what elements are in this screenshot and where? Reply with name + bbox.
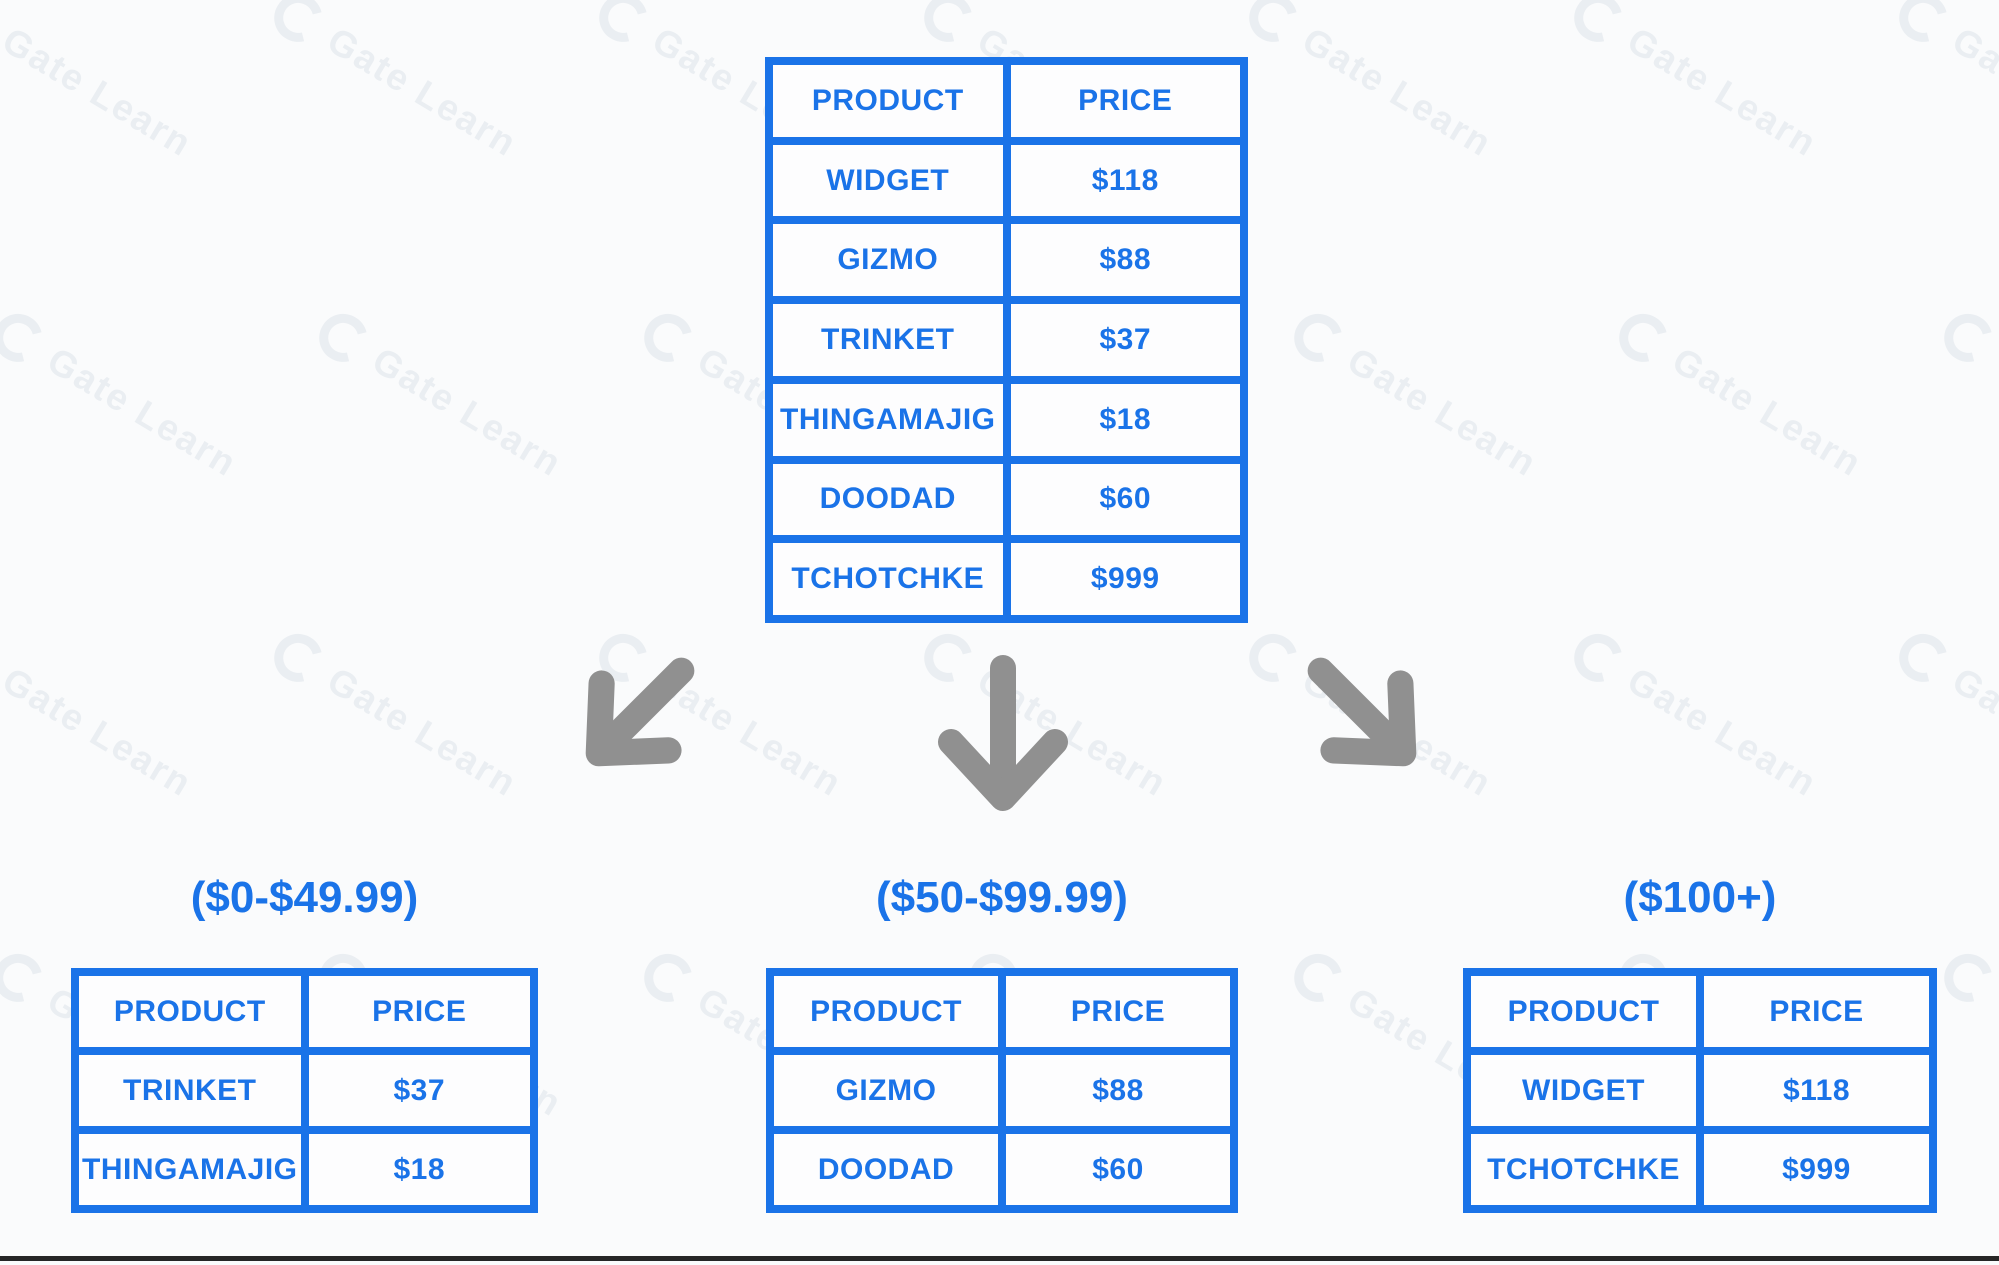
product-cell: TCHOTCHKE — [1471, 1134, 1696, 1205]
price-cell: $118 — [1704, 1055, 1929, 1126]
watermark-text: Gate Learn — [1945, 19, 1999, 165]
watermark: Gate Learn — [1565, 625, 1826, 808]
price-range-label-high: ($100+) — [1623, 873, 1777, 922]
watermark-text: Gate Learn — [1665, 339, 1870, 485]
watermark-logo-icon — [1565, 625, 1632, 691]
watermark-logo-icon — [310, 305, 377, 371]
watermark: Gate Learn — [1610, 305, 1871, 488]
watermark: Gate Learn — [0, 625, 201, 808]
watermark: Gate Learn — [1935, 945, 1999, 1128]
arrow-down-right-icon — [1307, 657, 1417, 767]
watermark-logo-icon — [1285, 945, 1352, 1011]
watermark-text: Gate Learn — [1620, 19, 1825, 165]
watermark-text: Gate Learn — [0, 19, 200, 165]
watermark-logo-icon — [635, 305, 702, 371]
product-cell: WIDGET — [773, 144, 1003, 217]
watermark: Gate Learn — [1240, 0, 1501, 168]
watermark-text: Gate Learn — [365, 339, 570, 485]
watermark-logo-icon — [1610, 305, 1677, 371]
header-price-cell: PRICE — [1006, 976, 1230, 1047]
arrow-down-left-icon — [585, 657, 695, 767]
product-cell: THINGAMAJIG — [79, 1134, 301, 1205]
watermark-logo-icon — [1285, 305, 1352, 371]
price-cell: $37 — [1010, 304, 1240, 376]
watermark-text: Gate Learn — [1990, 979, 1999, 1125]
group-table-mid: PRODUCT PRICE GIZMO $88 DOODAD $60 — [766, 968, 1238, 1213]
watermark-text: Gate Learn — [1295, 19, 1500, 165]
product-cell: WIDGET — [1471, 1055, 1696, 1126]
watermark-text: Gate Learn — [1990, 339, 1999, 485]
watermark-text: Gate Learn — [1945, 659, 1999, 805]
watermark-logo-icon — [1935, 945, 1999, 1011]
price-cell: $999 — [1010, 543, 1240, 615]
watermark-text: Gate Learn — [1340, 339, 1545, 485]
product-cell: TCHOTCHKE — [773, 543, 1003, 615]
watermark: Gate Learn — [1890, 625, 1999, 808]
price-cell: $118 — [1010, 144, 1240, 217]
watermark: Gate Learn — [1935, 305, 1999, 488]
price-range-label-mid: ($50-$99.99) — [876, 873, 1128, 922]
price-cell: $88 — [1006, 1055, 1230, 1126]
watermark: Gate Learn — [1285, 305, 1546, 488]
product-cell: DOODAD — [773, 463, 1003, 536]
watermark-text: Gate Learn — [320, 19, 525, 165]
product-cell: GIZMO — [774, 1055, 998, 1126]
watermark: Gate Learn — [1890, 0, 1999, 168]
group-table-low: PRODUCT PRICE TRINKET $37 THINGAMAJIG $1… — [71, 968, 538, 1213]
price-cell: $60 — [1006, 1134, 1230, 1205]
watermark-logo-icon — [1935, 305, 1999, 371]
watermark-logo-icon — [0, 625, 7, 691]
product-cell: DOODAD — [774, 1134, 998, 1205]
arrow-down-icon — [938, 655, 1068, 811]
watermark-logo-icon — [1240, 0, 1307, 51]
price-cell: $18 — [1010, 383, 1240, 456]
watermark-logo-icon — [590, 0, 657, 51]
watermark-logo-icon — [265, 625, 332, 691]
header-product-cell: PRODUCT — [774, 976, 998, 1047]
watermark-logo-icon — [0, 0, 7, 51]
bottom-border-line — [0, 1256, 1999, 1261]
watermark: Gate Learn — [0, 305, 246, 488]
price-cell: $88 — [1010, 224, 1240, 297]
product-cell: TRINKET — [773, 304, 1003, 376]
price-range-label-low: ($0-$49.99) — [190, 873, 419, 922]
watermark: Gate Learn — [310, 305, 571, 488]
price-cell: $18 — [308, 1134, 530, 1205]
price-cell: $60 — [1010, 463, 1240, 536]
header-product-cell: PRODUCT — [773, 65, 1003, 137]
watermark: Gate Learn — [265, 0, 526, 168]
watermark-logo-icon — [1890, 0, 1957, 51]
watermark-text: Gate Learn — [320, 659, 525, 805]
watermark-logo-icon — [1565, 0, 1632, 51]
watermark-logo-icon — [1890, 625, 1957, 691]
header-product-cell: PRODUCT — [79, 976, 301, 1047]
price-cell: $37 — [308, 1055, 530, 1126]
watermark-text: Gate Learn — [40, 339, 245, 485]
product-cell: TRINKET — [79, 1055, 301, 1126]
header-price-cell: PRICE — [1010, 65, 1240, 137]
watermark-logo-icon — [265, 0, 332, 51]
product-cell: THINGAMAJIG — [773, 383, 1003, 456]
watermark: Gate Learn — [0, 0, 201, 168]
watermark-logo-icon — [915, 0, 982, 51]
price-cell: $999 — [1704, 1134, 1929, 1205]
product-cell: GIZMO — [773, 224, 1003, 297]
header-price-cell: PRICE — [1704, 976, 1929, 1047]
header-product-cell: PRODUCT — [1471, 976, 1696, 1047]
watermark-logo-icon — [0, 305, 52, 371]
group-table-high: PRODUCT PRICE WIDGET $118 TCHOTCHKE $999 — [1463, 968, 1937, 1213]
main-price-table: PRODUCT PRICE WIDGET $118 GIZMO $88 TRIN… — [765, 57, 1248, 623]
watermark-text: Gate Learn — [0, 659, 200, 805]
watermark-text: Gate Learn — [1620, 659, 1825, 805]
watermark: Gate Learn — [265, 625, 526, 808]
watermark: Gate Learn — [1565, 0, 1826, 168]
watermark-logo-icon — [635, 945, 702, 1011]
header-price-cell: PRICE — [308, 976, 530, 1047]
watermark-logo-icon — [0, 945, 52, 1011]
